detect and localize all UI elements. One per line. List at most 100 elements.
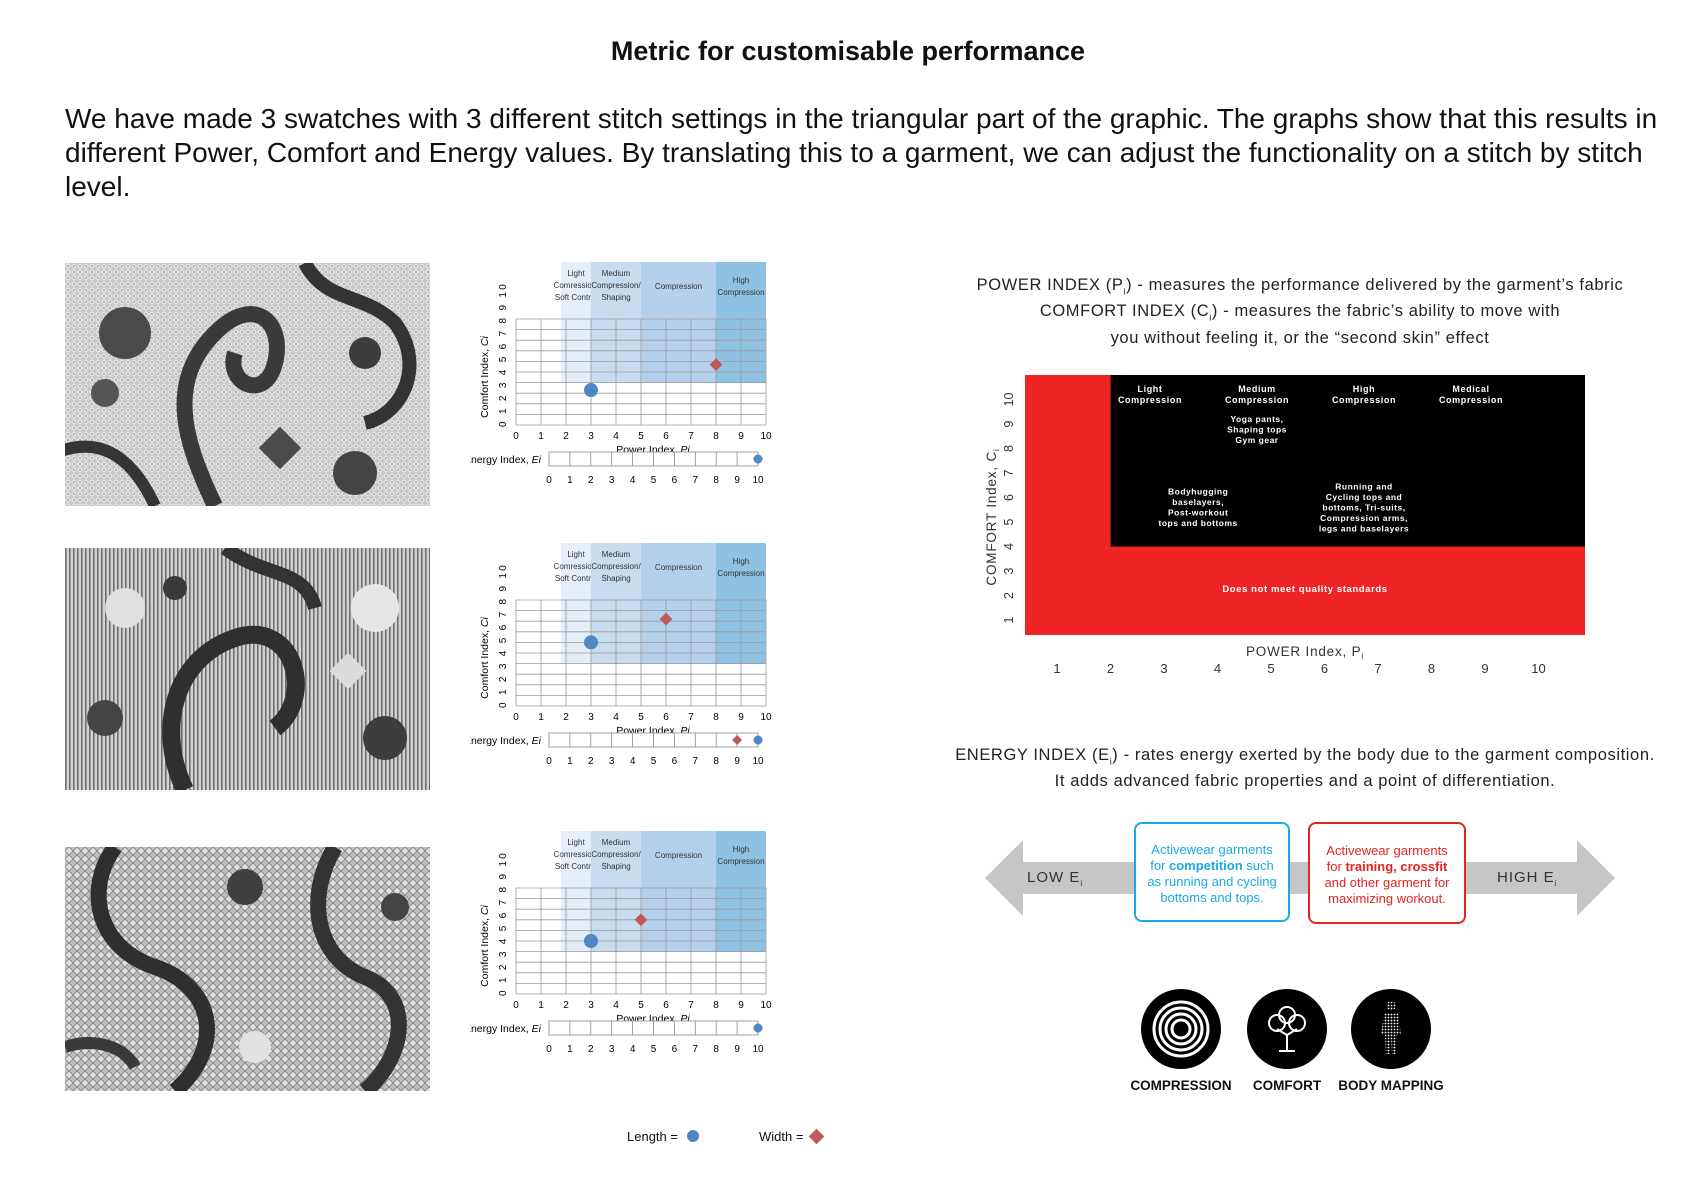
y-tick-label: 9 — [1002, 420, 1016, 427]
high-energy-label: HIGH Ei — [1497, 869, 1558, 888]
zone-label: Compression — [655, 851, 702, 860]
intro-text: We have made 3 swatches with 3 different… — [65, 103, 1658, 202]
zone-label: Medium — [602, 838, 631, 847]
y-axis-label: COMFORT Index, Ci — [984, 448, 1001, 585]
quality-region — [1110, 375, 1585, 547]
energy-tick-label: 6 — [672, 1044, 678, 1055]
energy-tick-label: 10 — [752, 1044, 764, 1055]
zone-header: Light — [1138, 384, 1163, 394]
energy-index-definition: ENERGY INDEX (Ei) - rates energy exerted… — [915, 745, 1695, 791]
x-tick-label: 5 — [638, 712, 644, 723]
zone-label: Light — [567, 269, 585, 278]
x-tick-label: 9 — [1481, 661, 1488, 676]
x-axis-label: POWER Index, Pi — [1246, 644, 1364, 661]
zone-label: Compression — [655, 282, 702, 291]
x-tick-label: 9 — [738, 712, 744, 723]
zone-label: Compression/ — [591, 562, 641, 571]
energy-tick-label: 0 — [546, 475, 552, 486]
quality-standards-chart: LightCompressionMediumCompressionHighCom… — [984, 375, 1585, 676]
legend-length-marker — [687, 1130, 699, 1142]
y-tick-label: 1 — [1002, 616, 1016, 623]
y-tick-label: 10 — [1002, 393, 1016, 407]
x-tick-label: 5 — [638, 1000, 644, 1011]
zone-note: Cycling tops and — [1326, 492, 1402, 502]
energy-tick-label: 2 — [588, 1044, 594, 1055]
zone-note: Bodyhugging — [1168, 487, 1228, 497]
zone-note: bottoms, Tri-suits, — [1322, 502, 1405, 512]
energy-tick-label: 5 — [651, 756, 657, 767]
x-tick-label: 3 — [1160, 661, 1167, 676]
zone-label: Compression — [717, 569, 764, 578]
energy-tick-label: 3 — [609, 1044, 615, 1055]
energy-tick-label: 8 — [713, 756, 719, 767]
energy-tick-label: 6 — [672, 756, 678, 767]
x-tick-label: 2 — [563, 1000, 569, 1011]
index-definitions: POWER INDEX (Pi) - measures the performa… — [930, 275, 1670, 348]
x-tick-label: 7 — [688, 712, 694, 723]
comfort-index-definition-line2: you without feeling it, or the “second s… — [1110, 328, 1490, 347]
energy-tick-label: 4 — [630, 475, 636, 486]
y-axis-label: Comfort Index, Ci — [479, 335, 491, 417]
energy-tick-label: 1 — [567, 1044, 573, 1055]
x-tick-label: 10 — [760, 431, 772, 442]
zone-label: Shaping — [601, 293, 630, 302]
fabric-swatch-2 — [65, 548, 430, 790]
energy-tick-label: 3 — [609, 756, 615, 767]
x-tick-label: 10 — [760, 712, 772, 723]
y-axis-label: Comfort Index, Ci — [479, 904, 491, 986]
energy-tick-label: 2 — [588, 475, 594, 486]
length-point — [584, 934, 598, 948]
y-tick-label: 2 — [1002, 592, 1016, 599]
legend-length-label: Length = — [627, 1129, 678, 1144]
x-tick-label: 3 — [588, 712, 594, 723]
energy-tick-label: 4 — [630, 756, 636, 767]
comfort-index-definition: COMFORT INDEX (Ci) - measures the fabric… — [1039, 302, 1561, 323]
energy-tick-label: 1 — [567, 756, 573, 767]
zone-label: High — [733, 557, 749, 566]
zone-label: Comression/ — [554, 562, 600, 571]
zone-label: Compression — [717, 857, 764, 866]
y-tick-label: 6 — [1002, 494, 1016, 501]
zone-note: tops and bottoms — [1158, 518, 1237, 528]
energy-index-line1: ENERGY INDEX (Ei) - rates energy exerted… — [955, 746, 1655, 767]
legend-width-label: Width = — [759, 1129, 804, 1144]
x-tick-label: 6 — [663, 1000, 669, 1011]
x-tick-label: 2 — [563, 712, 569, 723]
x-tick-label: 7 — [1374, 661, 1381, 676]
x-tick-label: 4 — [613, 431, 619, 442]
x-tick-label: 10 — [1531, 661, 1545, 676]
x-tick-label: 9 — [738, 1000, 744, 1011]
zone-header: Medical — [1452, 384, 1489, 394]
feature-label-comfort: COMFORT — [1252, 1078, 1322, 1093]
energy-tick-label: 9 — [734, 475, 740, 486]
zone-label: Shaping — [601, 574, 630, 583]
zone-header: Compression — [1439, 395, 1503, 405]
zone-label: Comression/ — [554, 850, 600, 859]
x-tick-label: 3 — [588, 431, 594, 442]
x-tick-label: 7 — [688, 431, 694, 442]
x-tick-label: 5 — [638, 431, 644, 442]
fail-label: Does not meet quality standards — [1222, 584, 1387, 595]
energy-tick-label: 7 — [693, 475, 699, 486]
cotton-icon — [1247, 989, 1327, 1069]
energy-tick-label: 0 — [546, 756, 552, 767]
x-tick-label: 0 — [513, 1000, 519, 1011]
energy-length-point — [753, 454, 763, 464]
x-tick-label: 6 — [663, 431, 669, 442]
zone-label: Soft Control — [555, 862, 597, 871]
x-tick-label: 6 — [663, 712, 669, 723]
length-point — [584, 635, 598, 650]
y-tick-label: 4 — [1002, 543, 1016, 550]
x-tick-label: 1 — [538, 1000, 544, 1011]
zone-label: Compression — [717, 288, 764, 297]
y-tick-label: 3 — [1002, 567, 1016, 574]
x-tick-label: 10 — [760, 1000, 772, 1011]
competition-garments-box: Activewear garments for competition such… — [1134, 822, 1290, 922]
energy-tick-label: 1 — [567, 475, 573, 486]
x-tick-label: 2 — [563, 431, 569, 442]
energy-length-point — [753, 735, 763, 745]
energy-tick-label: 5 — [651, 1044, 657, 1055]
zone-header: Compression — [1332, 395, 1396, 405]
energy-index-line2: It adds advanced fabric properties and a… — [1054, 772, 1556, 791]
